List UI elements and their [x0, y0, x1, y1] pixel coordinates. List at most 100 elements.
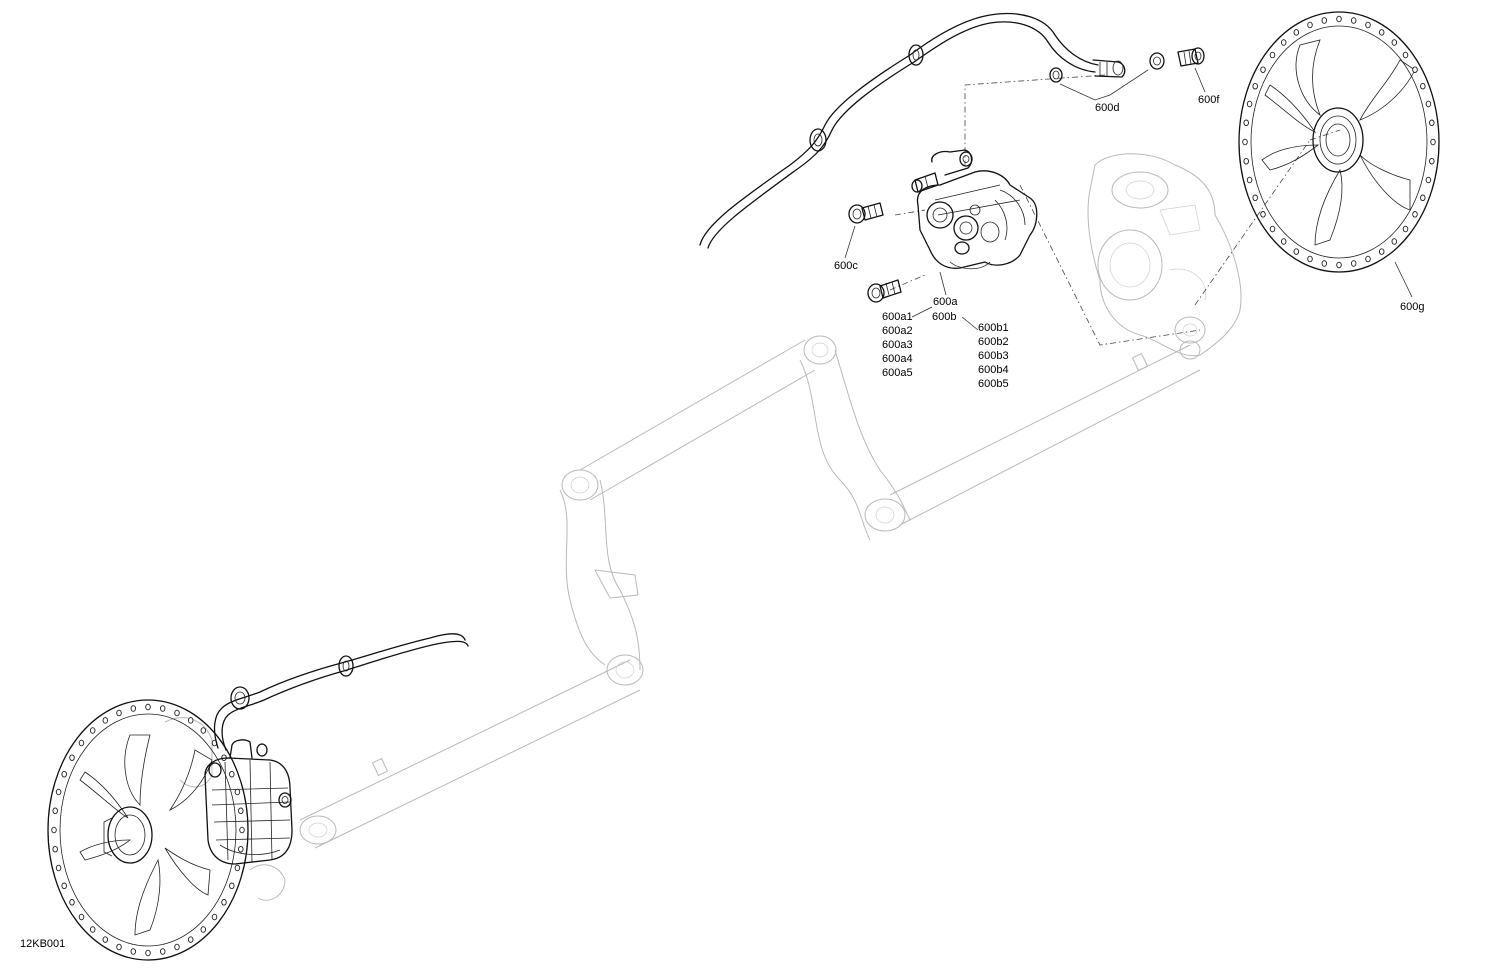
disc-drill-hole	[1391, 39, 1398, 46]
disc-drill-hole	[1280, 238, 1287, 245]
figure-id: 12KB001	[20, 938, 65, 950]
disc-drill-hole	[1243, 157, 1249, 165]
disc-drill-hole	[1365, 21, 1371, 29]
disc-drill-hole	[221, 899, 227, 906]
disc-drill-hole	[159, 948, 166, 955]
left-caliper	[204, 739, 293, 865]
disc-drill-hole	[1243, 119, 1249, 127]
disc-drill-hole	[1378, 29, 1385, 36]
disc-drill-hole	[78, 739, 85, 747]
disc-drill-hole	[238, 845, 244, 853]
disc-drill-hole	[89, 727, 96, 734]
right-caliper	[911, 149, 1038, 270]
disc-drill-hole	[1246, 176, 1253, 184]
disc-drill-hole	[1260, 66, 1266, 73]
left-brake-hose	[213, 633, 469, 751]
disc-drill-hole	[234, 864, 241, 872]
callout-600a4: 600a4	[882, 353, 913, 365]
disc-drill-hole	[1336, 261, 1342, 269]
disc-drill-hole	[187, 936, 194, 943]
disc-drill-hole	[1425, 176, 1432, 184]
disc-drill-hole	[1242, 138, 1248, 146]
disc-drill-hole	[174, 943, 180, 951]
callout-600b2: 600b2	[978, 336, 1009, 348]
disc-drill-hole	[1420, 82, 1426, 90]
disc-drill-hole	[1321, 17, 1328, 24]
callout-labels: 600d 600f 600g 600c 600a 600b 600a1 600a…	[20, 94, 1424, 950]
disc-drill-hole	[1420, 194, 1426, 202]
disc-drill-hole	[1378, 248, 1385, 255]
disc-drill-hole	[1307, 255, 1313, 263]
disc-drill-hole	[145, 703, 151, 711]
disc-drill-hole	[211, 913, 218, 921]
disc-drill-hole	[239, 826, 245, 834]
right-brake-hose	[699, 12, 1126, 249]
disc-drill-hole	[1429, 119, 1435, 127]
callout-600d: 600d	[1095, 102, 1119, 114]
right-brake-disc	[1238, 11, 1440, 273]
disc-drill-hole	[1336, 15, 1342, 23]
disc-drill-hole	[1252, 82, 1258, 90]
callout-600f: 600f	[1198, 94, 1220, 106]
disc-drill-hole	[1293, 29, 1300, 36]
disc-drill-hole	[1350, 17, 1357, 24]
disc-drill-hole	[1269, 51, 1276, 59]
disc-drill-hole	[78, 913, 85, 921]
callout-600b3: 600b3	[978, 350, 1009, 362]
disc-drill-hole	[69, 899, 75, 906]
disc-drill-hole	[1402, 225, 1409, 233]
disc-drill-hole	[238, 807, 244, 815]
bolt-600c-upper	[848, 202, 884, 224]
disc-drill-hole	[1252, 194, 1258, 202]
callout-600g: 600g	[1400, 301, 1424, 313]
callout-600b5: 600b5	[978, 378, 1009, 390]
disc-drill-hole	[1246, 100, 1253, 108]
callout-600c: 600c	[834, 260, 858, 272]
disc-drill-hole	[52, 807, 58, 815]
disc-drill-hole	[116, 943, 122, 951]
disc-drill-hole	[61, 770, 67, 778]
disc-drill-hole	[69, 754, 75, 761]
disc-drill-hole	[1269, 225, 1276, 233]
disc-drill-hole	[1412, 211, 1418, 218]
disc-drill-hole	[52, 845, 58, 853]
disc-drill-hole	[159, 705, 166, 712]
disc-drill-hole	[1429, 157, 1435, 165]
disc-drill-hole	[130, 948, 137, 955]
disc-drill-hole	[55, 864, 62, 872]
disc-drill-hole	[200, 727, 207, 734]
right-fittings	[1049, 47, 1205, 83]
disc-drill-hole	[55, 788, 62, 796]
callout-600a5: 600a5	[882, 367, 913, 379]
disc-drill-hole	[229, 882, 235, 890]
disc-drill-hole	[1321, 260, 1328, 267]
disc-drill-hole	[200, 926, 207, 933]
ghost-knuckle	[1087, 153, 1242, 360]
disc-drill-hole	[102, 936, 109, 943]
callout-600a2: 600a2	[882, 325, 913, 337]
disc-drill-hole	[1350, 260, 1357, 267]
disc-drill-hole	[1430, 138, 1436, 146]
callout-600b4: 600b4	[978, 364, 1009, 376]
left-brake-disc	[47, 699, 249, 961]
disc-drill-hole	[116, 709, 122, 717]
callout-600b1: 600b1	[978, 322, 1009, 334]
disc-drill-hole	[174, 709, 180, 717]
disc-drill-hole	[1307, 21, 1313, 29]
callout-600b: 600b	[932, 311, 956, 323]
disc-drill-hole	[187, 717, 194, 724]
disc-drill-hole	[130, 705, 137, 712]
disc-drill-hole	[1412, 66, 1418, 73]
bolt-600c-lower	[867, 279, 902, 303]
disc-drill-hole	[1365, 255, 1371, 263]
disc-drill-hole	[89, 926, 96, 933]
disc-drill-hole	[61, 882, 67, 890]
disc-drill-hole	[1293, 248, 1300, 255]
disc-drill-hole	[102, 717, 109, 724]
ghost-suspension	[299, 335, 1201, 849]
callout-600a3: 600a3	[882, 339, 913, 351]
callout-600a: 600a	[933, 296, 958, 308]
disc-drill-hole	[51, 826, 57, 834]
